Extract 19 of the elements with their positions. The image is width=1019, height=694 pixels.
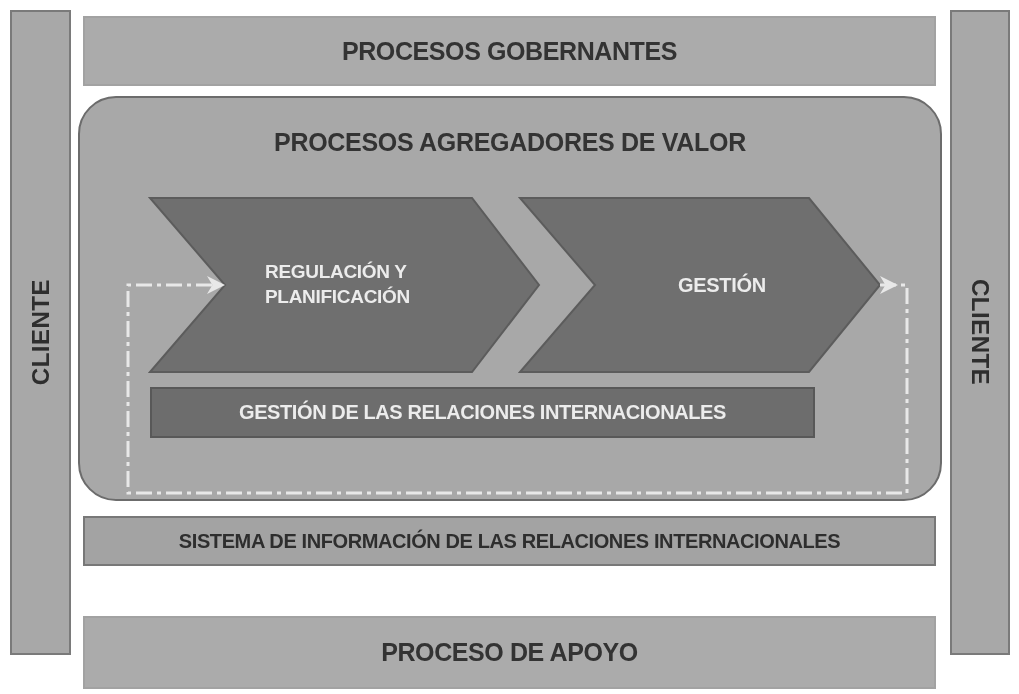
band-label: CLIENTE — [968, 279, 992, 386]
band-label: PROCESO DE APOYO — [381, 638, 638, 667]
band-label: GESTIÓN DE LAS RELACIONES INTERNACIONALES — [239, 401, 726, 424]
chevron-label: REGULACIÓN Y PLANIFICACIÓN — [265, 260, 411, 309]
process-band — [83, 16, 936, 86]
client-band — [10, 10, 71, 655]
panel-title: PROCESOS AGREGADORES DE VALOR — [274, 128, 746, 157]
client-band — [950, 10, 1010, 655]
band-label: SISTEMA DE INFORMACIÓN DE LAS RELACIONES INTERNACIONALES — [178, 529, 841, 553]
process-band — [83, 616, 936, 689]
process-band — [83, 516, 936, 566]
process-band — [150, 387, 815, 438]
chevron-shape — [520, 198, 880, 372]
chevron-label: GESTIÓN — [678, 272, 766, 298]
band-label: PROCESOS GOBERNANTES — [341, 36, 678, 66]
process-panel — [78, 96, 942, 501]
dashed-loop-arrow — [126, 276, 909, 495]
band-label: CLIENTE — [28, 279, 53, 386]
chevron-shape — [150, 198, 539, 372]
